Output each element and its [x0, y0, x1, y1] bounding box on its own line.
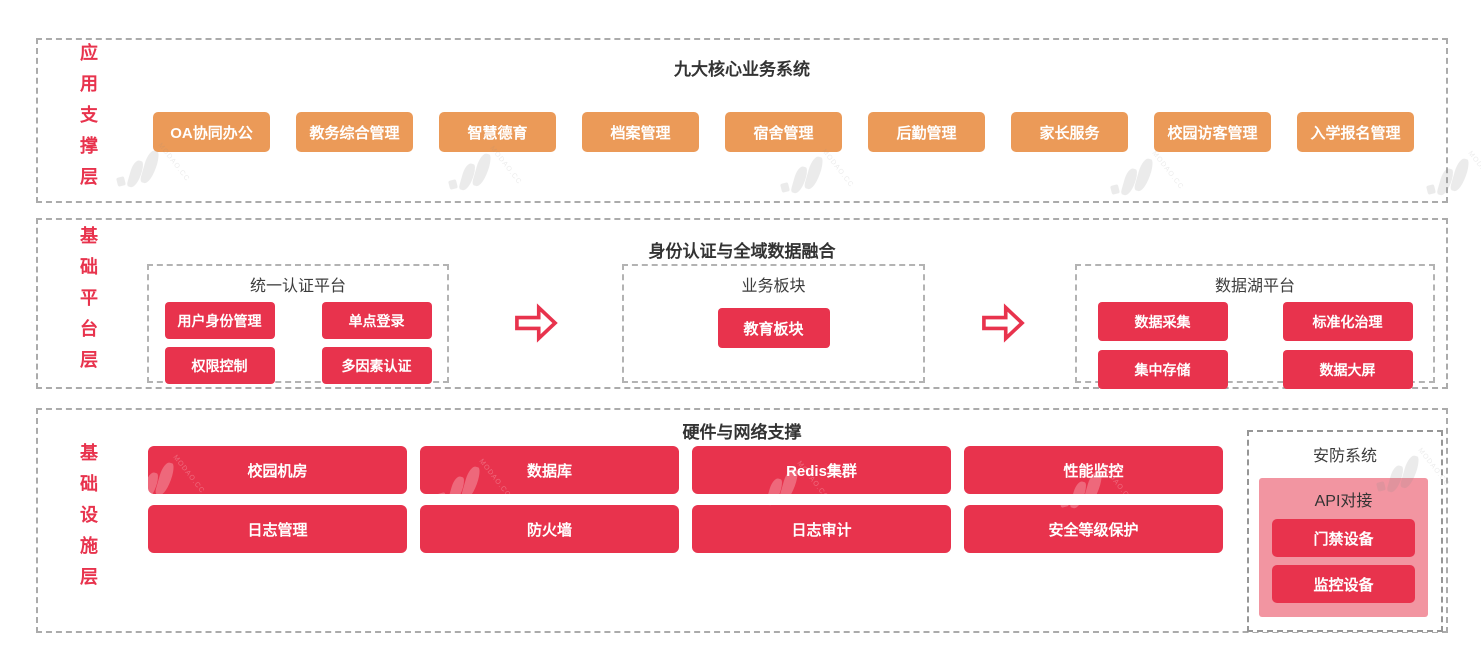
data-lake-items: 数据采集 标准化治理 集中存储 数据大屏: [1077, 302, 1433, 389]
layer-application-support: 应用支撑层 九大核心业务系统 OA协同办公 教务综合管理 智慧德育 档案管理 宿…: [36, 38, 1448, 203]
flow-arrow-icon: [515, 303, 558, 343]
platform-node: 标准化治理: [1282, 302, 1413, 341]
platform-node: 数据采集: [1097, 302, 1228, 341]
infrastructure-node: 数据库: [420, 446, 679, 494]
infrastructure-node: 安全等级保护: [964, 505, 1223, 553]
system-node: 教务综合管理: [296, 112, 413, 152]
group-title-data-lake: 数据湖平台: [1214, 278, 1295, 295]
infrastructure-node: 性能监控: [964, 446, 1223, 494]
security-device-node: 门禁设备: [1272, 519, 1415, 557]
auth-items: 用户身份管理 单点登录 权限控制 多因素认证: [149, 302, 447, 384]
security-system-box: 安防系统 API对接 门禁设备 监控设备: [1247, 430, 1443, 632]
system-node: OA协同办公: [153, 112, 270, 152]
infrastructure-node: 日志审计: [692, 505, 951, 553]
layer-label-application: 应用支撑层: [78, 43, 98, 198]
platform-node: 用户身份管理: [164, 302, 275, 339]
system-node: 家长服务: [1011, 112, 1128, 152]
system-node: 校园访客管理: [1154, 112, 1271, 152]
platform-node-education: 教育板块: [717, 308, 830, 348]
system-node: 宿舍管理: [725, 112, 842, 152]
group-title-business: 业务板块: [741, 278, 806, 295]
layer-title-platform: 身份认证与全域数据融合: [648, 242, 836, 261]
platform-node: 多因素认证: [321, 347, 432, 384]
api-panel: API对接 门禁设备 监控设备: [1259, 478, 1428, 617]
layer-platform: 基础平台层 身份认证与全域数据融合 统一认证平台 用户身份管理 单点登录 权限控…: [36, 218, 1448, 389]
platform-node: 数据大屏: [1282, 350, 1413, 389]
layer-label-platform: 基础平台层: [78, 226, 98, 381]
infrastructure-node: 日志管理: [148, 505, 407, 553]
system-node: 后勤管理: [868, 112, 985, 152]
platform-node: 单点登录: [321, 302, 432, 339]
group-business-section: 业务板块 教育板块: [622, 264, 925, 383]
infrastructure-node: 校园机房: [148, 446, 407, 494]
group-unified-auth: 统一认证平台 用户身份管理 单点登录 权限控制 多因素认证: [147, 264, 449, 384]
api-panel-title: API对接: [1314, 493, 1373, 510]
system-node: 档案管理: [582, 112, 699, 152]
layer-infrastructure: 基础设施层 硬件与网络支撑 校园机房 数据库 Redis集群 性能监控 日志管理…: [36, 408, 1448, 633]
infrastructure-node: Redis集群: [692, 446, 951, 494]
security-system-title: 安防系统: [1312, 448, 1377, 465]
platform-node: 权限控制: [164, 347, 275, 384]
core-systems-row: OA协同办公 教务综合管理 智慧德育 档案管理 宿舍管理 后勤管理 家长服务 校…: [153, 112, 1414, 152]
layer-title-application: 九大核心业务系统: [674, 60, 810, 79]
infrastructure-grid: 校园机房 数据库 Redis集群 性能监控 日志管理 防火墙 日志审计 安全等级…: [148, 446, 1223, 616]
group-title-auth: 统一认证平台: [249, 278, 346, 295]
layer-label-infrastructure: 基础设施层: [78, 443, 98, 598]
system-node: 智慧德育: [439, 112, 556, 152]
group-data-lake: 数据湖平台 数据采集 标准化治理 集中存储 数据大屏: [1075, 264, 1435, 389]
layer-title-infrastructure: 硬件与网络支撑: [682, 423, 802, 442]
system-node: 入学报名管理: [1297, 112, 1414, 152]
security-device-node: 监控设备: [1272, 565, 1415, 603]
infrastructure-node: 防火墙: [420, 505, 679, 553]
flow-arrow-icon: [982, 303, 1025, 343]
platform-node: 集中存储: [1097, 350, 1228, 389]
